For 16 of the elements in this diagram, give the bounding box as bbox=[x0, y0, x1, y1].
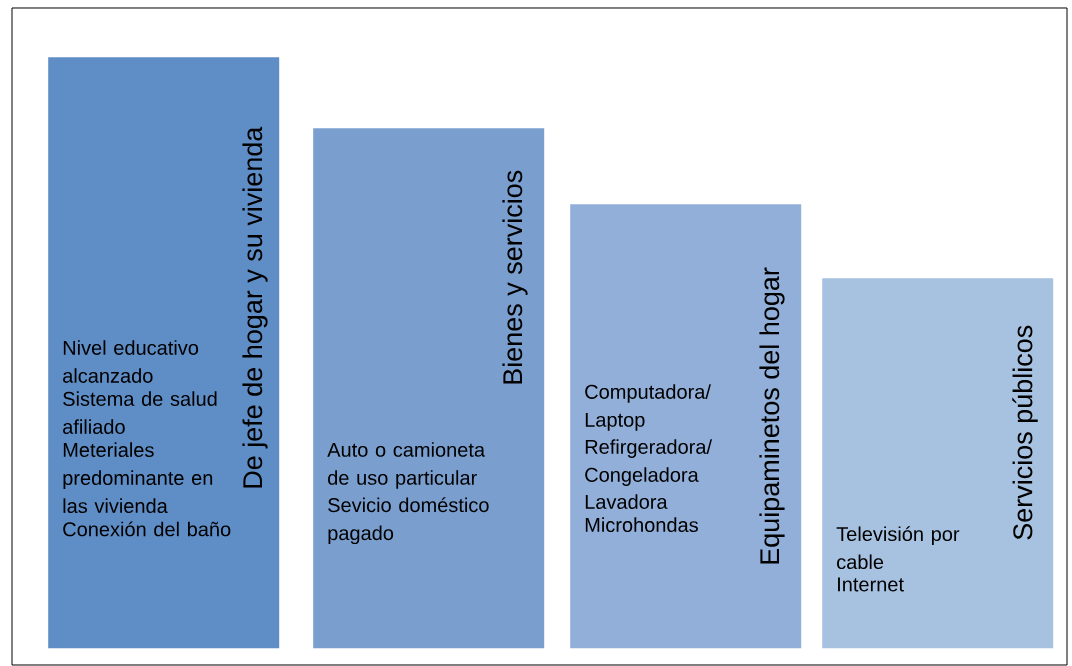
list-item: Refirgeradora/ Congeladora bbox=[585, 439, 712, 486]
list-item: Meteriales predominante en las vivienda bbox=[63, 442, 213, 514]
list-item: Auto o camioneta de uso particular bbox=[327, 442, 486, 489]
list-item: Sistema de salud afiliado bbox=[63, 391, 217, 434]
list-item: Televisión por cable bbox=[836, 526, 960, 570]
list-item: Nivel educativo alcanzado bbox=[63, 340, 199, 383]
list-item: Microhondas bbox=[585, 517, 698, 533]
column-heading: Servicios públicos bbox=[1012, 325, 1038, 540]
list-item: Lavadora bbox=[585, 494, 668, 509]
list-item: Internet bbox=[838, 577, 904, 592]
column-heading: Bienes y servicios bbox=[502, 170, 528, 384]
column-heading: Equipaminetos del hogar bbox=[759, 267, 785, 564]
column-heading: De jefe de hogar y su vivienda bbox=[242, 126, 268, 488]
list-item: Sevicio doméstico pagado bbox=[328, 497, 489, 545]
list-item: Computadora/ Laptop bbox=[585, 384, 711, 431]
list-item: Conexión del baño bbox=[63, 521, 231, 537]
